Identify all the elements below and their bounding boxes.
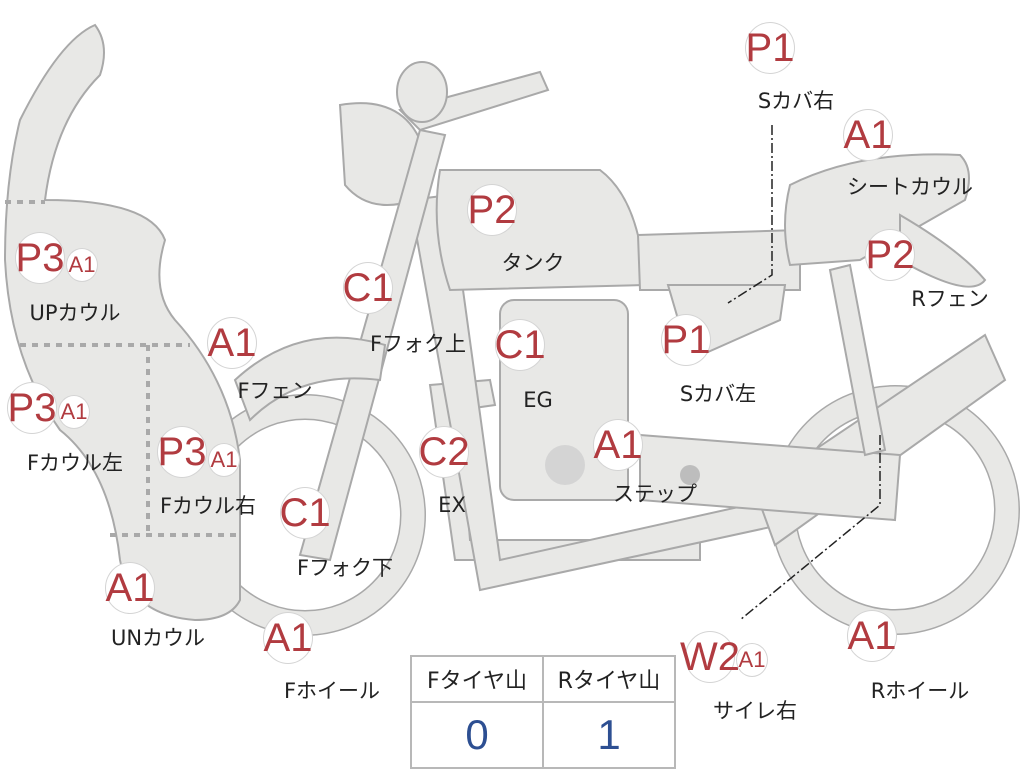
front-fender (233, 336, 387, 422)
front-tire-header: Fタイヤ山 (410, 655, 544, 703)
part-label: UPカウル (29, 301, 121, 325)
mirror (396, 61, 448, 123)
damage-code-badge: A1 (263, 612, 313, 664)
damage-code-badge: C1 (342, 262, 394, 314)
damage-code-badge: W2 (680, 631, 740, 683)
part-label: サイレ右 (713, 699, 797, 723)
damage-code-badge: P3 (157, 426, 207, 478)
part-label: Rホイール (870, 679, 970, 703)
part-label: シートカウル (847, 175, 973, 199)
damage-code-badge: C2 (418, 426, 470, 478)
damage-code-badge: A1 (105, 562, 155, 614)
rear-fender (899, 213, 987, 288)
part-label: Fカウル左 (26, 451, 124, 475)
part-label: Fフェン (237, 379, 313, 403)
damage-code-badge-small: A1 (66, 248, 98, 282)
part-label: Fフォク下 (296, 556, 394, 580)
seat (636, 228, 801, 291)
damage-code-badge-small: A1 (58, 395, 90, 429)
damage-code-badge: P2 (865, 229, 915, 281)
tire-tread-table: Fタイヤ山 Rタイヤ山 0 1 (410, 655, 676, 769)
damage-code-badge: C1 (279, 487, 331, 539)
damage-code-badge: A1 (207, 317, 257, 369)
rear-tire-header: Rタイヤ山 (542, 655, 676, 703)
part-label: Fカウル右 (159, 494, 257, 518)
damage-code-badge: P1 (661, 314, 711, 366)
part-label: Sカバ左 (679, 382, 757, 406)
damage-code-badge-small: A1 (208, 443, 240, 477)
front-tire-value: 0 (410, 701, 544, 769)
part-label: Fホイール (283, 679, 381, 703)
rear-tire-value: 1 (542, 701, 676, 769)
damage-code-badge: A1 (847, 610, 897, 662)
part-label: Sカバ右 (757, 89, 835, 113)
damage-code-badge: P2 (467, 184, 517, 236)
damage-code-badge: A1 (843, 109, 893, 161)
part-label: Fフォク上 (369, 332, 467, 356)
damage-code-badge: P3 (15, 232, 65, 284)
damage-code-badge: P1 (745, 22, 795, 74)
damage-code-badge: C1 (494, 319, 546, 371)
damage-code-badge: P3 (7, 382, 57, 434)
damage-code-badge: A1 (593, 419, 643, 471)
step-bar (639, 433, 902, 522)
seat-cowl (784, 153, 970, 267)
part-label: Rフェン (911, 287, 989, 311)
part-label: EG (523, 388, 553, 412)
part-label: EX (438, 493, 466, 517)
damage-code-badge-small: A1 (736, 643, 768, 677)
part-label: タンク (501, 251, 565, 275)
part-label: ステップ (613, 482, 697, 506)
part-label: UNカウル (110, 626, 206, 650)
